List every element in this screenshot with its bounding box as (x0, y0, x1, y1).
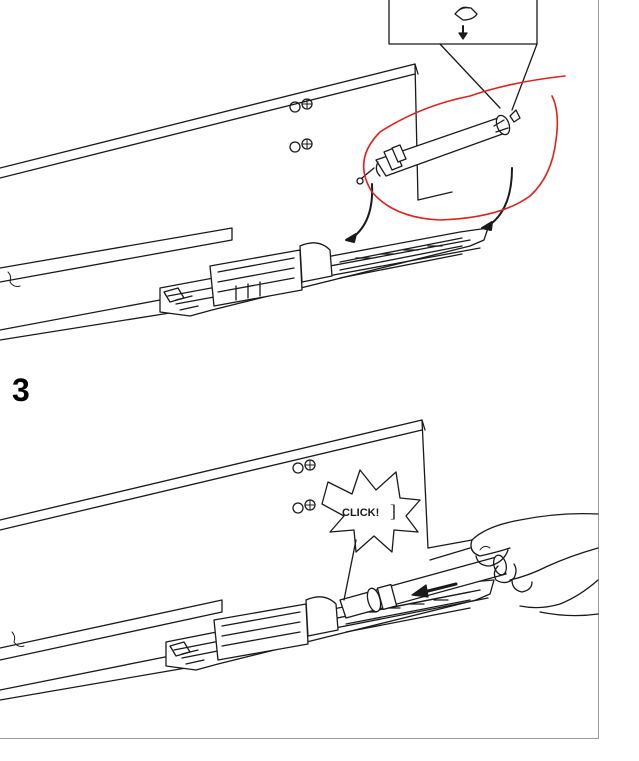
screw-holes-top (289, 98, 313, 153)
drawer-bottom-bottom (0, 599, 223, 701)
drawer-bottom-top (0, 227, 233, 341)
screw-holes-bottom (292, 459, 316, 514)
page-frame-bottom (0, 738, 599, 739)
page-frame-right (598, 0, 599, 738)
click-text: CLICK! (342, 507, 379, 519)
side-panel-bottom (0, 419, 473, 549)
push-arrow-icon (411, 582, 458, 598)
click-mark-icon: ] (390, 501, 396, 521)
drawer-runner-bottom (165, 579, 495, 671)
damper-cylinder-top (356, 109, 521, 185)
click-starburst (321, 469, 421, 601)
highlight-circle (362, 75, 566, 221)
hand-icon (470, 512, 599, 617)
guide-arrows-top (345, 167, 513, 243)
step-number: 3 (12, 372, 30, 408)
drawer-runner-top (159, 227, 489, 317)
side-panel-top (0, 63, 453, 201)
inset-detail-icon (388, 0, 538, 111)
